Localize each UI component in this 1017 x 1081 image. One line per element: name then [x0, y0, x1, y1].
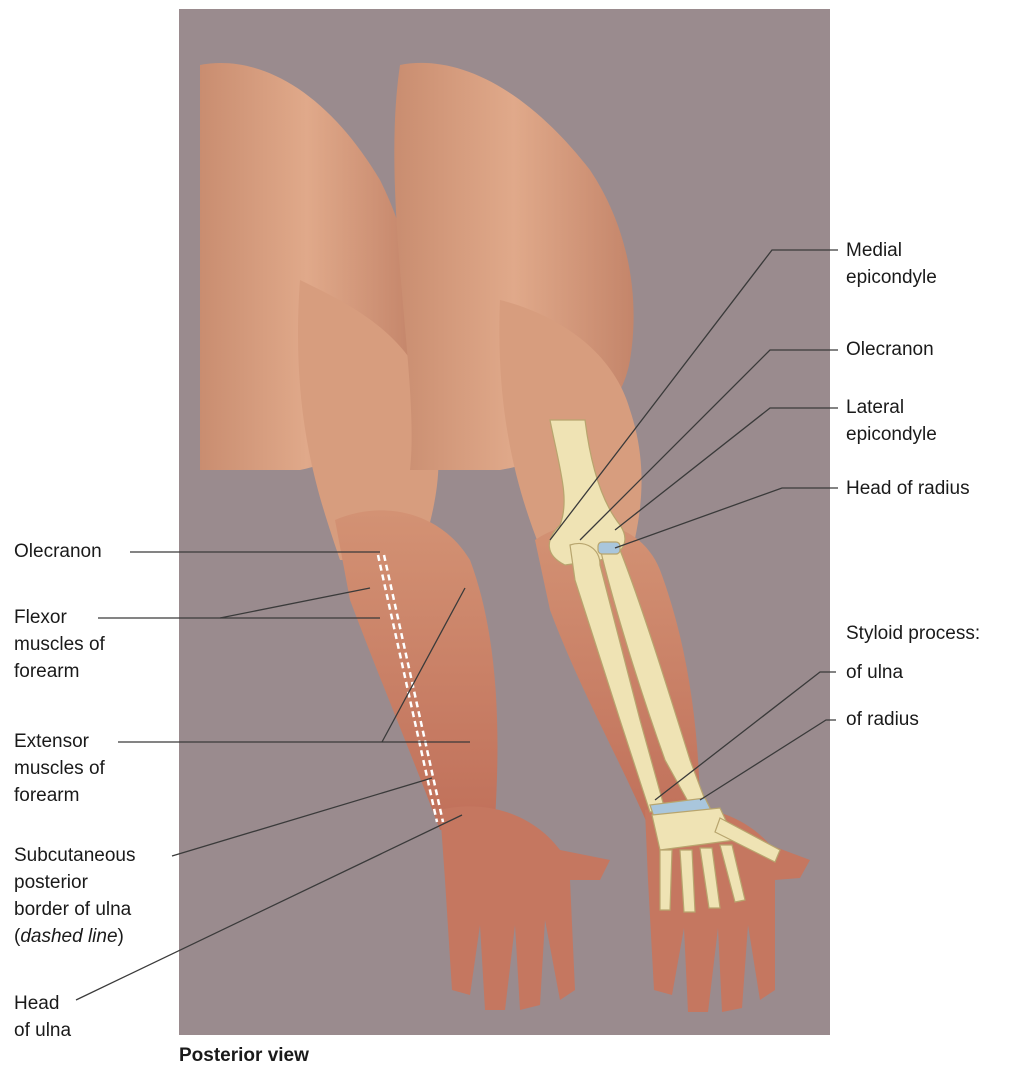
label-of-radius: of radius	[846, 706, 919, 733]
label-extensor-muscles: Extensor muscles of forearm	[14, 728, 105, 809]
label-subcutaneous-border: Subcutaneous posterior border of ulna (d…	[14, 842, 136, 950]
label-olecranon-left: Olecranon	[14, 538, 102, 565]
label-olecranon-right: Olecranon	[846, 336, 934, 363]
figure-caption: Posterior view	[179, 1045, 309, 1067]
label-medial-epicondyle: Medial epicondyle	[846, 237, 937, 291]
label-lateral-epicondyle: Lateral epicondyle	[846, 394, 937, 448]
label-styloid-process: Styloid process:	[846, 620, 980, 647]
metacarpal-2	[660, 850, 672, 910]
label-flexor-muscles: Flexor muscles of forearm	[14, 604, 105, 685]
label-of-ulna: of ulna	[846, 659, 903, 686]
label-head-of-ulna: Head of ulna	[14, 990, 71, 1044]
label-head-of-radius: Head of radius	[846, 475, 970, 502]
